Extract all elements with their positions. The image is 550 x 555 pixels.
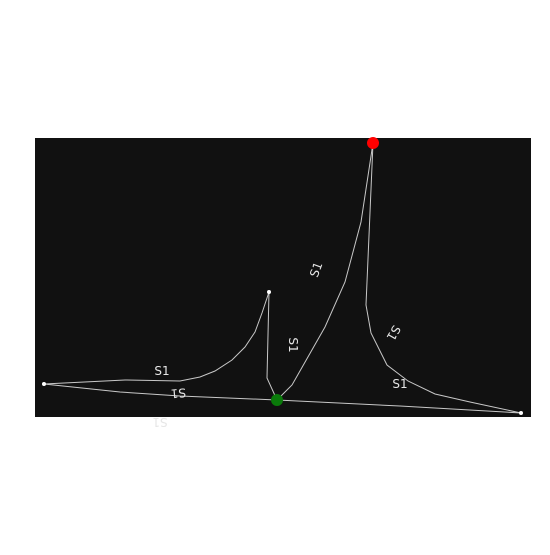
node-spur-top — [267, 290, 271, 294]
route-label: S1 — [384, 323, 404, 343]
road-network — [43, 142, 522, 414]
start-marker[interactable] — [367, 137, 379, 149]
route-label: S1 — [152, 415, 167, 429]
route-label: S1 — [307, 260, 325, 279]
road-west-lower — [43, 383, 278, 401]
road-west-upper — [43, 291, 270, 385]
node-west — [42, 382, 46, 386]
route-label: S1 — [170, 385, 186, 400]
road-south — [276, 399, 522, 414]
road-spur — [266, 291, 278, 401]
node-east — [519, 411, 523, 415]
end-marker[interactable] — [271, 394, 283, 406]
road-peak-west — [276, 142, 374, 401]
road-labels: S1 S1 S1 S1 S1 S1 S1 — [152, 260, 407, 429]
network-nodes — [42, 290, 523, 415]
road-peak-east — [365, 142, 522, 414]
route-label: S1 — [392, 377, 407, 391]
map-panel — [35, 138, 531, 417]
route-label: S1 — [286, 337, 300, 352]
route-label: S1 — [154, 364, 169, 378]
